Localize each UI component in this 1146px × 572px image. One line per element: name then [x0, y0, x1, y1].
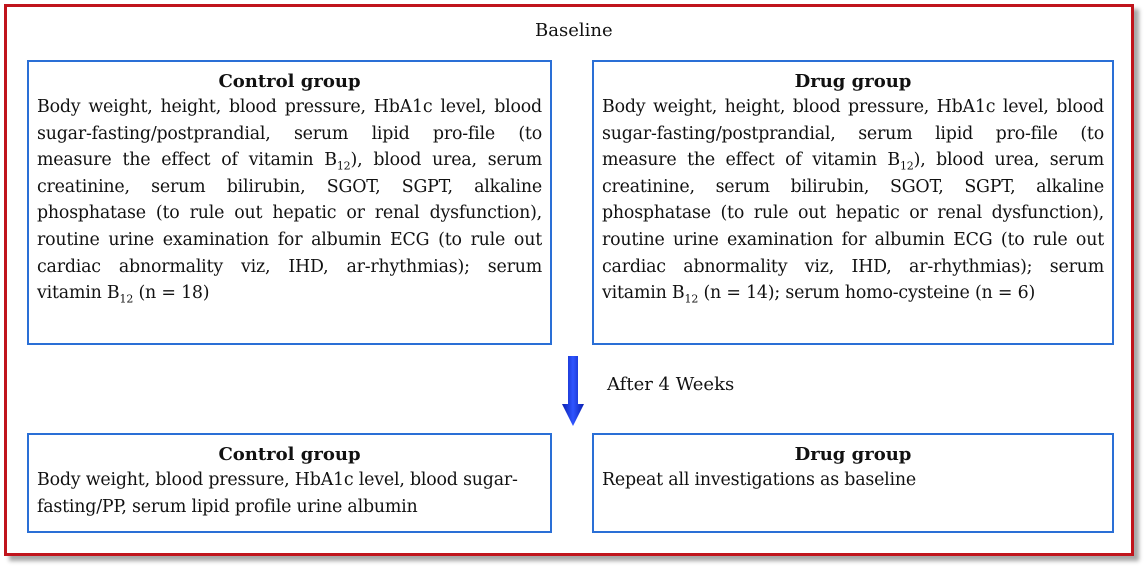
- baseline-drug-title: Drug group: [794, 71, 912, 92]
- interval-label: After 4 Weeks: [607, 374, 735, 395]
- baseline-label: Baseline: [535, 20, 613, 41]
- baseline-control-title: Control group: [218, 71, 361, 92]
- baseline-drug-box: Drug group Body weight, height, blood pr…: [592, 60, 1114, 345]
- down-arrow-icon: [562, 356, 584, 426]
- followup-drug-text: Repeat all investigations as baseline: [602, 470, 916, 490]
- followup-drug-box: Drug group Repeat all investigations as …: [592, 433, 1114, 533]
- baseline-control-box: Control group Body weight, height, blood…: [27, 60, 552, 345]
- followup-control-text: Body weight, blood pressure, HbA1c level…: [37, 470, 518, 517]
- baseline-drug-text: Body weight, height, blood pressure, HbA…: [602, 97, 1104, 306]
- baseline-control-text: Body weight, height, blood pressure, HbA…: [37, 97, 542, 306]
- followup-control-box: Control group Body weight, blood pressur…: [27, 433, 552, 533]
- followup-control-title: Control group: [218, 444, 361, 465]
- followup-drug-title: Drug group: [794, 444, 912, 465]
